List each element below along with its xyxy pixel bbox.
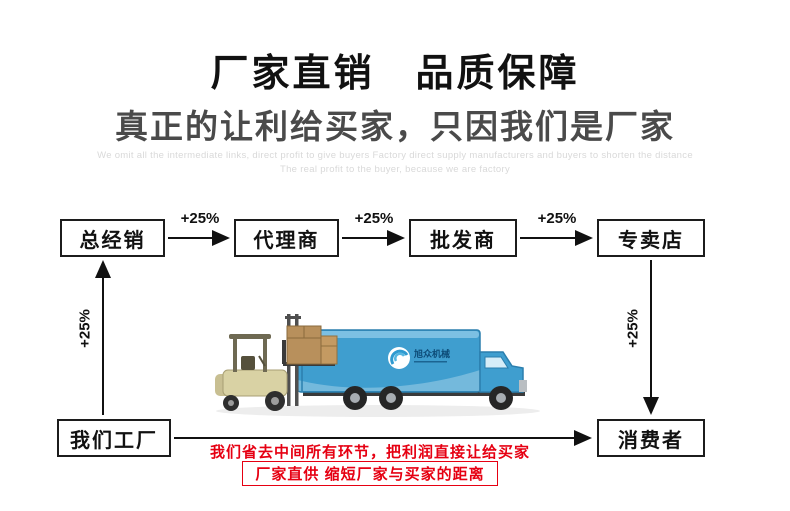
node-wholesaler: 批发商 [409, 219, 517, 257]
node-factory: 我们工厂 [57, 419, 171, 457]
node-consumer: 消费者 [597, 419, 705, 457]
watermark-line2: The real profit to the buyer, because we… [280, 164, 510, 175]
truck-cab [479, 351, 527, 393]
increment-label-left: +25% [76, 309, 94, 348]
truck: 旭众机械 [297, 329, 527, 410]
page-title: 厂家直销 品质保障 [210, 53, 580, 95]
truck-wheels [343, 386, 513, 410]
increment-label-1: +25% [180, 210, 220, 227]
increment-label-2: +25% [354, 210, 394, 227]
truck-illustration: 旭众机械 [215, 314, 540, 417]
cargo-boxes [286, 325, 338, 365]
ground-shadow [216, 405, 540, 417]
truck-logo-text: 旭众机械 [413, 348, 450, 359]
truck-logo: 旭众机械 [388, 347, 450, 369]
watermark-line1: We omit all the intermediate links, dire… [97, 150, 693, 161]
promo-note-line2-wrap: 厂家直供 缩短厂家与买家的距离 [175, 461, 565, 486]
node-agent: 代理商 [234, 219, 339, 257]
node-distributor: 总经销 [60, 219, 165, 257]
increment-label-3: +25% [537, 210, 577, 227]
promo-note-line1: 我们省去中间所有环节，把利润直接让给买家 [209, 444, 530, 461]
increment-label-right: +25% [624, 309, 642, 348]
promo-note-line2: 厂家直供 缩短厂家与买家的距离 [242, 461, 498, 486]
node-store: 专卖店 [597, 219, 705, 257]
forklift [215, 314, 338, 411]
subtitle: 真正的让利给买家，只因我们是厂家 [115, 108, 675, 145]
